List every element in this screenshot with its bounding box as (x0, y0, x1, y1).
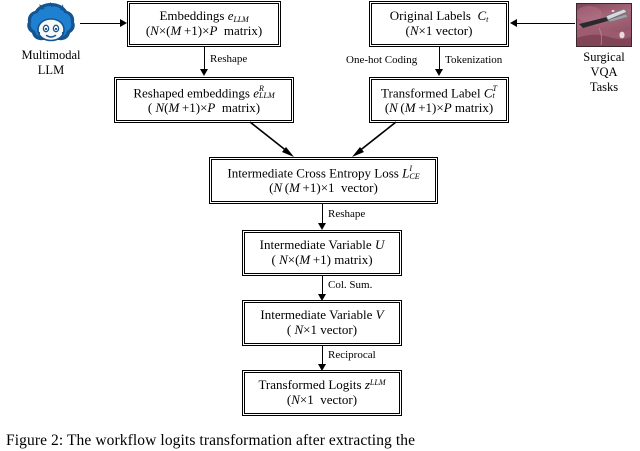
edge-transformed-label-to-ice-loss (348, 120, 398, 160)
surgical-vqa-label-line1: Surgical (583, 50, 625, 64)
edge-reshaped-to-ice-loss (248, 120, 298, 160)
edge-labels-to-transformed-arrowhead (434, 69, 443, 76)
edge-variable-v-to-logits (322, 345, 323, 366)
node-original-labels: Original Labels Ct (N×1 vector) (369, 1, 509, 47)
edge-vqa-to-original-labels-arrowhead (510, 18, 517, 27)
edge-vqa-to-original-labels (517, 23, 575, 24)
node-variable-v-shape: ( N×1 vector) (286, 322, 358, 337)
node-embeddings-shape: (N×(M +1)×P matrix) (145, 23, 263, 39)
edge-label-one-hot-coding: One-hot Coding (346, 54, 418, 66)
surgical-endoscopy-thumbnail (576, 3, 632, 47)
edge-variable-u-to-variable-v-arrowhead (317, 294, 326, 301)
node-original-labels-title: Original Labels Ct (389, 8, 489, 25)
multimodal-llm-label-line1: Multimodal (21, 48, 81, 62)
edge-label-reciprocal: Reciprocal (328, 349, 376, 361)
edge-variable-v-to-logits-arrowhead (317, 364, 326, 371)
node-variable-u-shape: ( N×(M +1) matrix) (271, 252, 373, 267)
node-variable-v-title: Intermediate Variable V (260, 307, 384, 323)
node-reshaped-embeddings-shape: ( N(M +1)×P matrix) (147, 99, 261, 115)
edge-llm-to-embeddings (80, 23, 121, 24)
edge-variable-u-to-variable-v (322, 275, 323, 296)
edge-label-reshape-left: Reshape (210, 53, 248, 65)
surgical-vqa-caption: Surgical VQA Tasks (560, 50, 640, 94)
edge-embeddings-to-reshaped (204, 46, 205, 70)
node-transformed-logits-shape: (N×1 vector) (286, 392, 358, 408)
node-original-labels-shape: (N×1 vector) (405, 23, 473, 39)
node-embeddings-title: Embeddings eLLM (159, 8, 249, 25)
surgical-vqa-label-line3: Tasks (589, 79, 619, 94)
edge-label-reshape-mid: Reshape (328, 208, 366, 220)
edge-label-tokenization: Tokenization (445, 54, 503, 66)
edge-embeddings-to-reshaped-arrowhead (199, 69, 208, 76)
node-transformed-logits: Transformed Logits zLLM (N×1 vector) (242, 370, 402, 416)
node-variable-u: Intermediate Variable U ( N×(M +1) matri… (242, 230, 402, 276)
edge-ice-loss-to-variable-u-arrowhead (317, 223, 326, 230)
node-ice-loss-shape: (N (M +1)×1 vector) (269, 180, 378, 196)
edge-ice-loss-to-variable-u (322, 203, 323, 225)
edge-llm-to-embeddings-arrowhead (120, 18, 127, 27)
surgical-vqa-label-line2: VQA (590, 64, 618, 79)
node-transformed-label-shape: (N (M +1)×P matrix) (384, 99, 494, 115)
multimodal-llm-caption: Multimodal LLM (4, 48, 98, 78)
multimodal-llm-mascot (24, 2, 78, 46)
node-transformed-logits-title: Transformed Logits zLLM (258, 377, 386, 393)
node-variable-v: Intermediate Variable V ( N×1 vector) (242, 300, 402, 346)
node-embeddings: Embeddings eLLM (N×(M +1)×P matrix) (127, 1, 281, 47)
edge-labels-to-transformed (439, 46, 440, 70)
multimodal-llm-label-line2: LLM (37, 62, 65, 77)
edge-label-col-sum: Col. Sum. (328, 279, 373, 291)
node-variable-u-title: Intermediate Variable U (259, 237, 385, 253)
figure-caption: Figure 2: The workflow logits transforma… (6, 432, 416, 449)
